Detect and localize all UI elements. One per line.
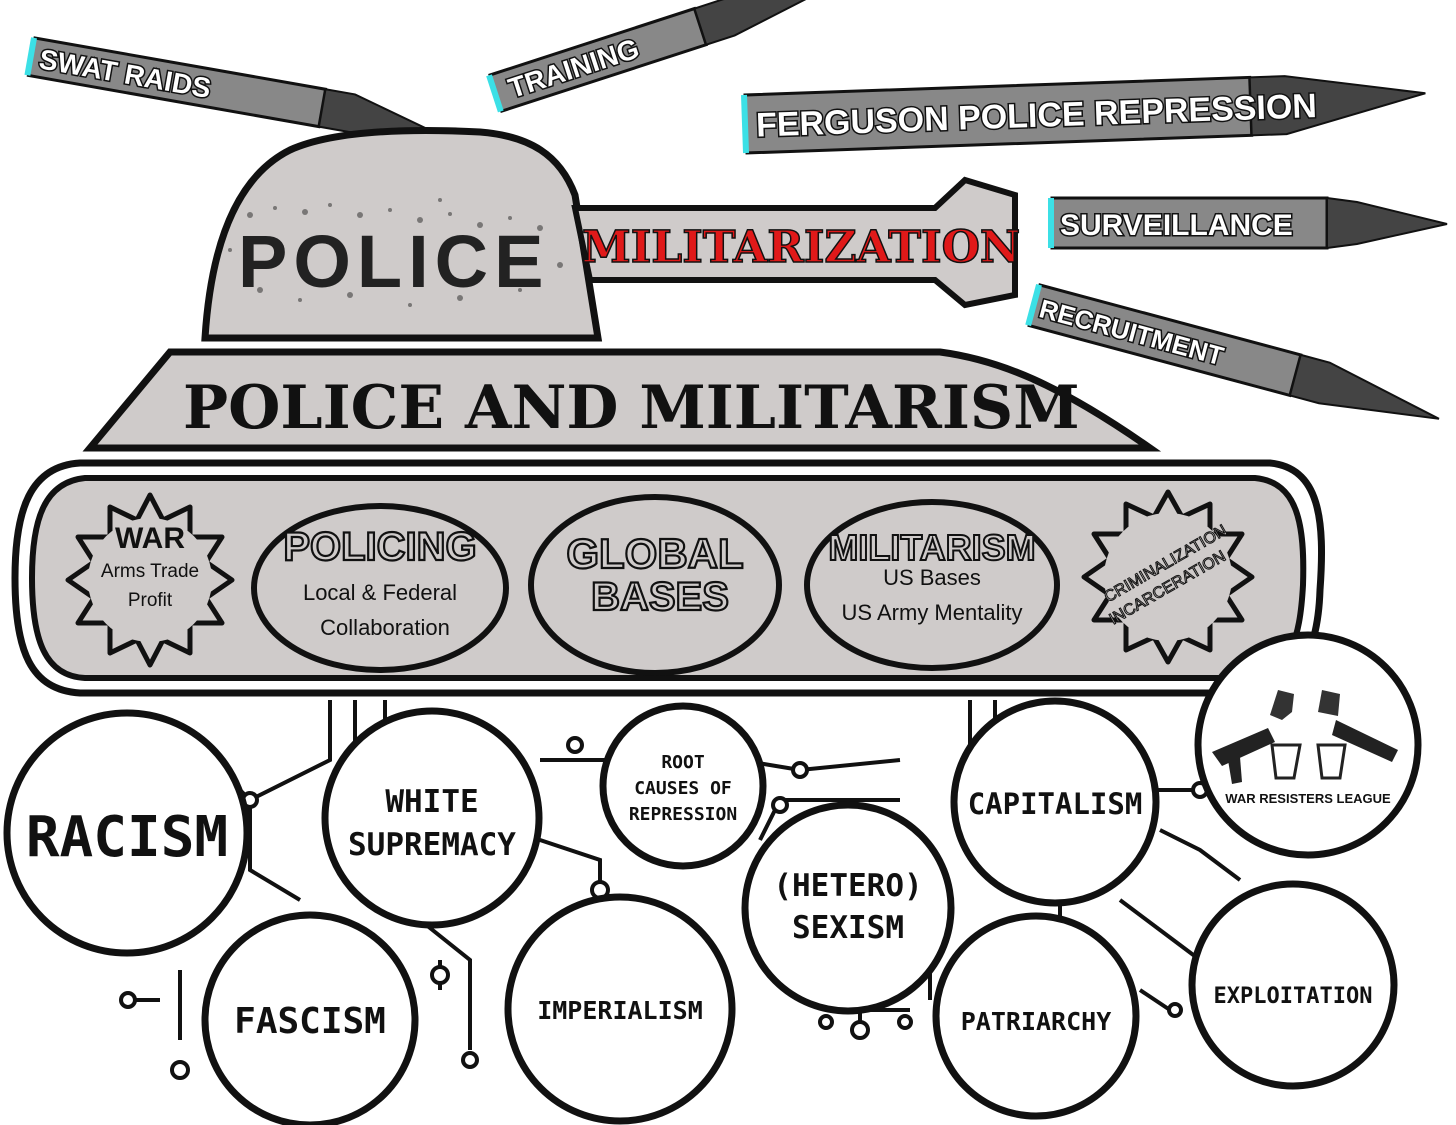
root-line: CAPITALISM bbox=[968, 787, 1143, 821]
wheel-line1: Local & Federal bbox=[303, 580, 457, 605]
root-exploitation: EXPLOITATION bbox=[1188, 880, 1398, 1090]
wheel-title: MILITARISM bbox=[828, 527, 1035, 568]
wheel-line1: US Bases bbox=[883, 565, 981, 590]
root-line: WHITE bbox=[385, 784, 478, 820]
bullet-label: SURVEILLANCE bbox=[1060, 209, 1293, 242]
root-line: PATRIARCHY bbox=[961, 1007, 1112, 1036]
root-line: SEXISM bbox=[792, 910, 904, 946]
root-line: EXPLOITATION bbox=[1214, 984, 1373, 1009]
root-line: SUPREMACY bbox=[348, 827, 516, 863]
hull-label: POLICE AND MILITARISM bbox=[183, 373, 1080, 443]
root-racism: RACISM bbox=[3, 709, 251, 957]
root-white-supremacy: WHITE SUPREMACY bbox=[321, 707, 543, 929]
wheel-line2: Collaboration bbox=[320, 615, 450, 640]
root-circles: RACISM WHITE SUPREMACY ROOT CAUSES OF RE… bbox=[3, 697, 1398, 1125]
wheel-global-bases: GLOBAL BASES bbox=[528, 494, 782, 676]
logo-label: WAR RESISTERS LEAGUE bbox=[1225, 791, 1391, 806]
root-patriarchy: PATRIARCHY bbox=[932, 912, 1140, 1120]
root-capitalism: CAPITALISM bbox=[950, 697, 1160, 907]
wheel-line1: Arms Trade bbox=[101, 561, 199, 582]
root-root-causes: ROOT CAUSES OF REPRESSION bbox=[599, 702, 767, 870]
barrel-label: MILITARIZATION bbox=[582, 222, 1020, 273]
root-line: REPRESSION bbox=[629, 804, 737, 825]
wheel-war: WAR Arms Trade Profit bbox=[65, 492, 235, 668]
tank-hull: POLICE AND MILITARISM bbox=[82, 348, 1162, 452]
bullet-surveillance: SURVEILLANCE bbox=[1048, 196, 1448, 250]
tank-turret: POLICE bbox=[201, 127, 603, 342]
turret-grunge bbox=[228, 198, 563, 307]
wheel-line2: Profit bbox=[128, 590, 173, 611]
root-line: CAUSES OF bbox=[634, 778, 732, 799]
root-line: RACISM bbox=[26, 805, 228, 870]
tread-wheels: WAR Arms Trade Profit POLICING Local & F… bbox=[65, 489, 1255, 676]
wheel-policing: POLICING Local & Federal Collaboration bbox=[251, 503, 509, 673]
root-imperialism: IMPERIALISM bbox=[504, 893, 736, 1125]
bullet-ferguson: FERGUSON POLICE REPRESSION bbox=[741, 75, 1426, 155]
root-line: ROOT bbox=[661, 752, 705, 773]
root-fascism: FASCISM bbox=[201, 911, 419, 1125]
wheel-line2: US Army Mentality bbox=[842, 600, 1023, 625]
wheel-title: WAR bbox=[115, 522, 185, 555]
wheel-criminalization: CRIMINALIZATION INCARCERATION bbox=[1081, 489, 1255, 665]
wheel-title: GLOBAL bbox=[566, 530, 743, 577]
turret-label: POLICE bbox=[238, 220, 549, 303]
root-line: (HETERO) bbox=[773, 868, 922, 904]
wheel-militarism: MILITARISM US Bases US Army Mentality bbox=[804, 499, 1060, 671]
war-resisters-league-logo: WAR RESISTERS LEAGUE bbox=[1194, 631, 1422, 859]
root-line: IMPERIALISM bbox=[537, 996, 703, 1025]
wheel-title: POLICING bbox=[283, 525, 476, 569]
root-hetero-sexism: (HETERO) SEXISM bbox=[741, 801, 955, 1015]
bullet-label: TRAINING bbox=[505, 33, 643, 104]
root-line: FASCISM bbox=[234, 1001, 386, 1042]
tank-barrel: MILITARIZATION bbox=[571, 176, 1021, 309]
broken-rifle-icon bbox=[1212, 690, 1398, 784]
wheel-line1: BASES bbox=[591, 575, 729, 619]
